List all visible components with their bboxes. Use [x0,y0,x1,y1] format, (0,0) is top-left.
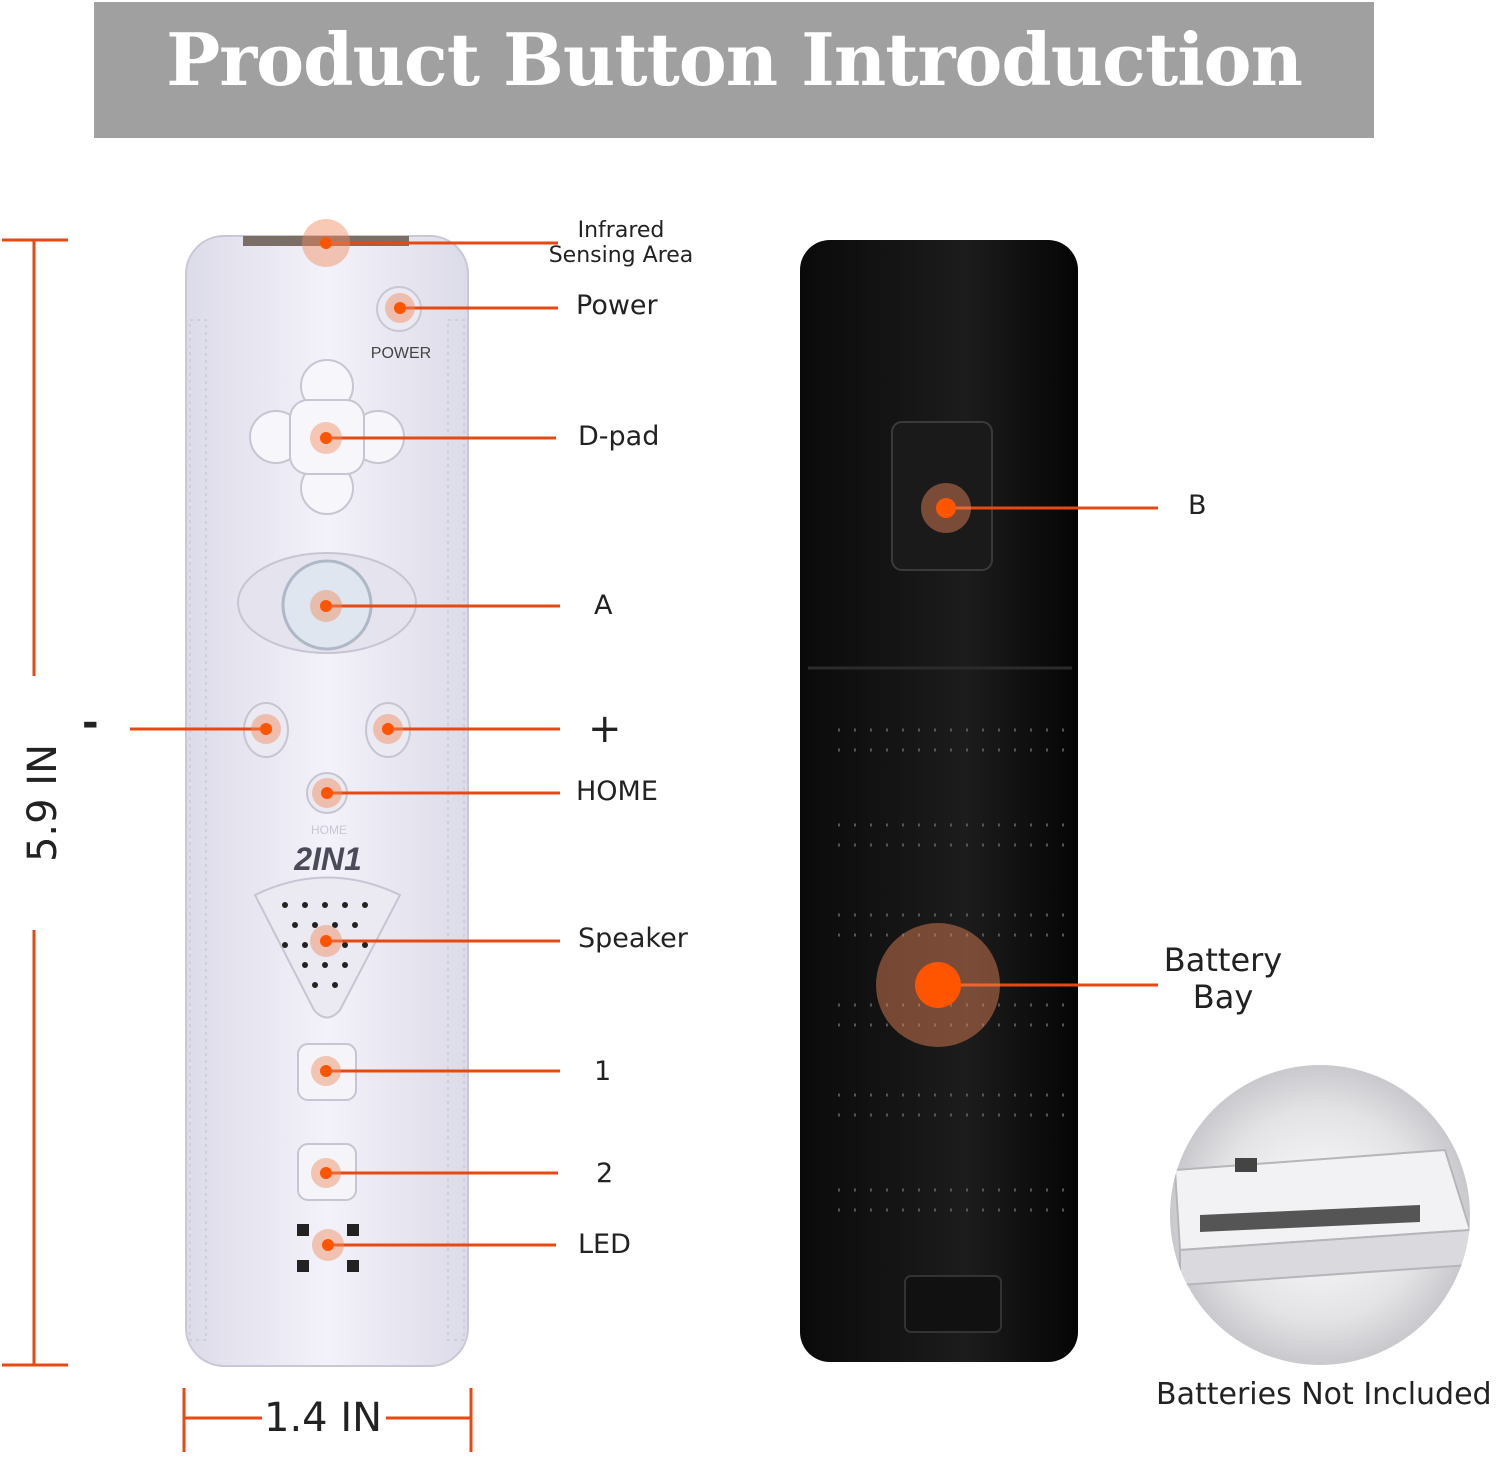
label-plus: + [588,706,622,752]
black-remote-back [800,240,1078,1362]
label-button-2: 2 [596,1158,614,1189]
label-infrared: Infrared Sensing Area [548,218,694,269]
battery-bay-photo [1170,1065,1470,1365]
title-banner: Product Button Introduction [94,2,1374,138]
callouts [130,219,1158,1261]
height-dimension-label: 5.9 IN [20,744,66,862]
label-speaker: Speaker [578,923,688,954]
label-minus: - [82,700,99,746]
label-battery-line2: Bay [1192,977,1254,1016]
remote-logo-print: 2IN1 [293,841,362,877]
label-infrared-line1: Infrared [577,218,665,243]
label-dpad: D-pad [578,421,660,452]
label-battery-bay: Battery Bay [1160,942,1286,1016]
remote-home-print: HOME [311,823,347,837]
label-infrared-line2: Sensing Area [548,243,694,269]
label-battery-line1: Battery [1163,941,1283,979]
label-batteries-not-included: Batteries Not Included [1156,1377,1492,1412]
label-b: B [1188,490,1207,521]
remote-power-print: POWER [371,345,431,362]
width-dimension-label: 1.4 IN [264,1395,383,1441]
page-title: Product Button Introduction [166,17,1303,102]
label-button-1: 1 [594,1056,612,1087]
dimension-lines [2,238,473,1452]
label-a: A [594,590,613,621]
label-power: Power [576,290,658,321]
label-led: LED [578,1229,631,1260]
label-home: HOME [576,776,658,807]
